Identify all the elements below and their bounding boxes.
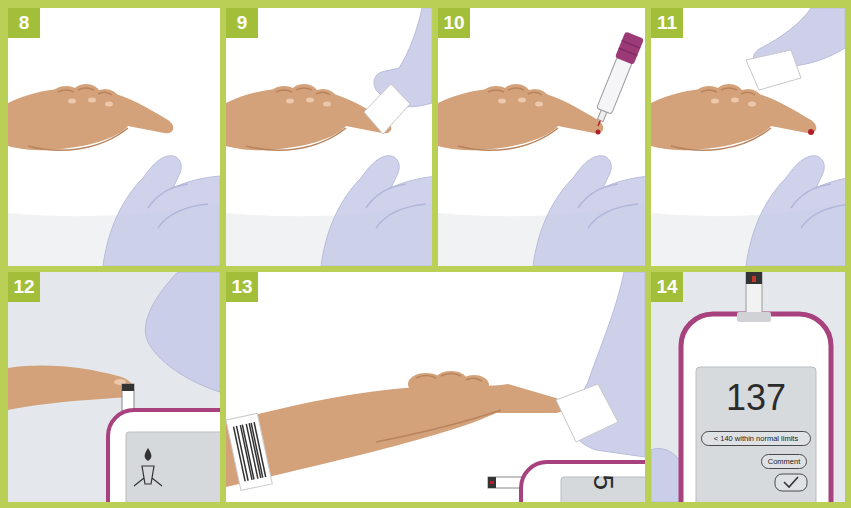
screen-button: Comment	[761, 454, 807, 469]
step-illustration	[8, 8, 220, 266]
button-label: < 140 within normal limits	[714, 435, 798, 443]
step-panel: 11	[651, 8, 845, 266]
step-illustration	[651, 8, 845, 266]
countdown-digit: 5	[588, 467, 619, 497]
step-number: 8	[8, 8, 40, 38]
glucose-reading: 137	[696, 378, 816, 418]
button-label: Comment	[768, 458, 801, 466]
step-panel: 8	[8, 8, 220, 266]
step-number: 13	[226, 272, 258, 302]
step-illustration	[226, 8, 432, 266]
step-number: 14	[651, 272, 683, 302]
step-number: 9	[226, 8, 258, 38]
step-panel: 10	[438, 8, 645, 266]
step-number: 10	[438, 8, 470, 38]
step-number: 12	[8, 272, 40, 302]
screen-button: < 140 within normal limits	[701, 431, 811, 446]
step-illustration	[8, 272, 220, 502]
step-panel: 13	[226, 272, 645, 502]
step-illustration	[226, 272, 645, 502]
step-panel: 12	[8, 272, 220, 502]
step-panel: 9	[226, 8, 432, 266]
step-illustration	[438, 8, 645, 266]
step-number: 11	[651, 8, 683, 38]
